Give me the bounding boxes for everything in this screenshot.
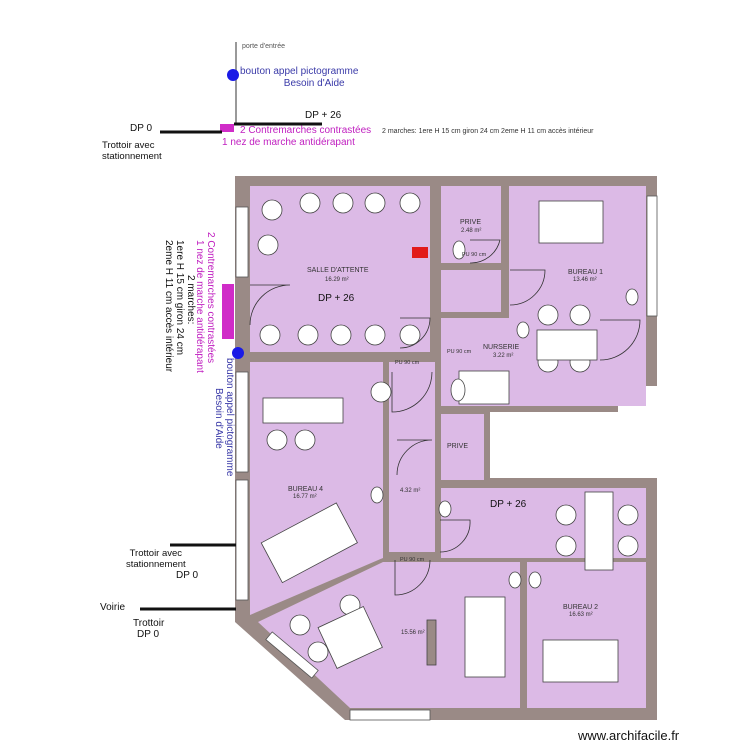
room-bottom-area: 15.56 m² bbox=[401, 630, 425, 636]
extinguisher-icon bbox=[412, 247, 428, 258]
left-voirie: Voirie bbox=[100, 602, 126, 613]
room-bureau1-area: 13.46 m² bbox=[573, 277, 597, 283]
room-bureau1-label: BUREAU 1 bbox=[568, 269, 604, 276]
room-prive-top bbox=[441, 186, 501, 263]
top-dp26: DP + 26 bbox=[305, 110, 342, 121]
top-trottoir-line2: stationnement bbox=[102, 151, 162, 162]
pu90-label-1: PU 90 cm bbox=[462, 252, 487, 258]
top-marches: 2 marches: 1ere H 15 cm giron 24 cm 2eme… bbox=[382, 128, 594, 135]
left-call-line2: Besoin d'Aide bbox=[213, 388, 224, 449]
window-left-3 bbox=[235, 479, 249, 601]
call-button-left bbox=[232, 347, 244, 359]
sanitary bbox=[370, 240, 639, 589]
window-bottom-2 bbox=[349, 709, 431, 721]
entrance-lines bbox=[140, 42, 322, 611]
call-button-top-line1: bouton appel pictogramme bbox=[240, 66, 359, 77]
room-dp-right bbox=[441, 488, 646, 558]
call-button-top-label: bouton appel pictogramme Besoin d'Aide bbox=[240, 66, 358, 90]
watermark: www.archifacile.fr bbox=[578, 728, 680, 743]
room-bureau2-label: BUREAU 2 bbox=[563, 604, 599, 611]
left-call-line1: bouton appel pictogramme bbox=[224, 358, 235, 477]
room-nurserie-label: NURSERIE bbox=[483, 344, 520, 351]
room-corridor-area: 4.32 m² bbox=[400, 488, 421, 494]
room-corridor bbox=[389, 362, 435, 552]
chairs bbox=[257, 192, 639, 663]
window-bottom bbox=[265, 631, 319, 679]
furniture bbox=[260, 200, 619, 683]
top-nez: 1 nez de marche antidérapant bbox=[222, 137, 355, 148]
left-trottoir-line1: Trottoir avec bbox=[129, 548, 183, 559]
room-salle-attente-label: SALLE D'ATTENTE bbox=[307, 267, 369, 274]
room-corridor-top bbox=[441, 270, 501, 312]
window-right bbox=[646, 195, 658, 317]
left-marches: 2 marches: 1ere H 15 cm giron 24 cm 2eme… bbox=[163, 240, 196, 372]
window-left-2 bbox=[235, 371, 249, 473]
left-dp0-b: DP 0 bbox=[137, 629, 160, 640]
room-prive-mid-label: PRIVE bbox=[447, 443, 469, 450]
room-prive-mid bbox=[441, 414, 484, 480]
room-salle-dp: DP + 26 bbox=[318, 293, 355, 304]
room-dp-right: DP + 26 bbox=[490, 499, 527, 510]
window-left-1 bbox=[235, 206, 249, 278]
left-trottoir-b: Trottoir bbox=[133, 618, 165, 629]
top-trottoir: Trottoir avec stationnement bbox=[102, 140, 162, 162]
room-salle-attente-area: 16.29 m² bbox=[325, 277, 349, 283]
call-button-top-line2: Besoin d'Aide bbox=[283, 78, 345, 89]
top-trottoir-line1: Trottoir avec bbox=[102, 140, 155, 151]
doors bbox=[249, 239, 641, 596]
top-contremarches: 2 Contremarches contrastées bbox=[240, 125, 372, 136]
entrance-label: porte d'entrée bbox=[242, 43, 285, 50]
room-bureau4-area: 16.77 m² bbox=[293, 494, 317, 500]
pu90-label-2: PU 90 cm bbox=[447, 349, 472, 355]
left-dp0-a: DP 0 bbox=[176, 570, 199, 581]
left-marches-line1: 2 marches: bbox=[185, 275, 196, 325]
call-button-top bbox=[227, 69, 239, 81]
left-marches-line3: 2eme H 11 cm accès intérieur bbox=[163, 240, 174, 373]
room-bureau4-label: BUREAU 4 bbox=[288, 486, 324, 493]
left-marches-line2: 1ere H 15 cm giron 24 cm bbox=[174, 240, 185, 356]
room-nurserie-area: 3.22 m² bbox=[493, 353, 514, 359]
entrance-steps-left bbox=[222, 284, 234, 339]
pu90-label-3: PU 90 cm bbox=[395, 360, 420, 366]
left-contremarches: 2 Contremarches contrastées bbox=[205, 232, 216, 364]
pu90-label-4: PU 90 cm bbox=[400, 557, 425, 563]
room-prive-top-label: PRIVE bbox=[460, 219, 482, 226]
top-dp0: DP 0 bbox=[130, 123, 153, 134]
left-call-button: bouton appel pictogramme Besoin d'Aide bbox=[213, 358, 235, 476]
room-bottom bbox=[258, 562, 520, 708]
left-trottoir: Trottoir avec stationnement bbox=[126, 548, 186, 570]
left-trottoir-line2: stationnement bbox=[126, 559, 186, 570]
room-prive-top-area: 2.48 m² bbox=[461, 228, 482, 234]
room-bureau2-area: 16.63 m² bbox=[569, 612, 593, 618]
room-bureau2 bbox=[527, 562, 646, 708]
entrance-steps-top bbox=[220, 124, 234, 132]
